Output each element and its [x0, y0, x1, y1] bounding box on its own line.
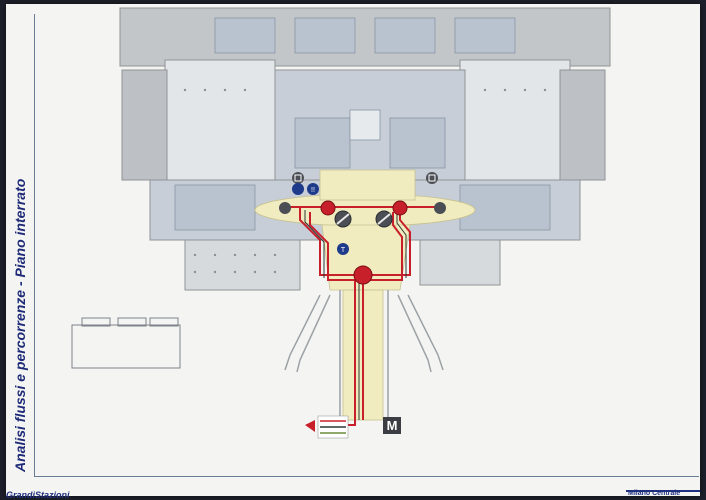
service-icons: !! T	[279, 172, 446, 255]
metro-sign-group: M	[383, 417, 401, 434]
metro-sign-bg	[383, 417, 401, 434]
flow-nodes	[320, 200, 408, 285]
drawing-frame	[34, 14, 699, 477]
svg-text:!!: !!	[311, 187, 315, 194]
access-ramps	[284, 290, 444, 420]
corridor-highlight	[254, 169, 476, 421]
metro-sign: M	[387, 418, 398, 433]
annex-outline	[71, 317, 181, 369]
escalator-icons	[334, 210, 393, 228]
brand-logo: GrandiStazioni	[6, 490, 70, 500]
flow-lines	[285, 206, 440, 426]
flow-legend	[305, 415, 349, 439]
footer-rule	[626, 490, 700, 492]
svg-text:T: T	[341, 247, 346, 254]
station-name: Milano Centrale	[628, 490, 681, 497]
flow-lines-dark	[304, 210, 407, 420]
inner-rooms	[174, 17, 551, 231]
column-grid	[183, 88, 547, 274]
